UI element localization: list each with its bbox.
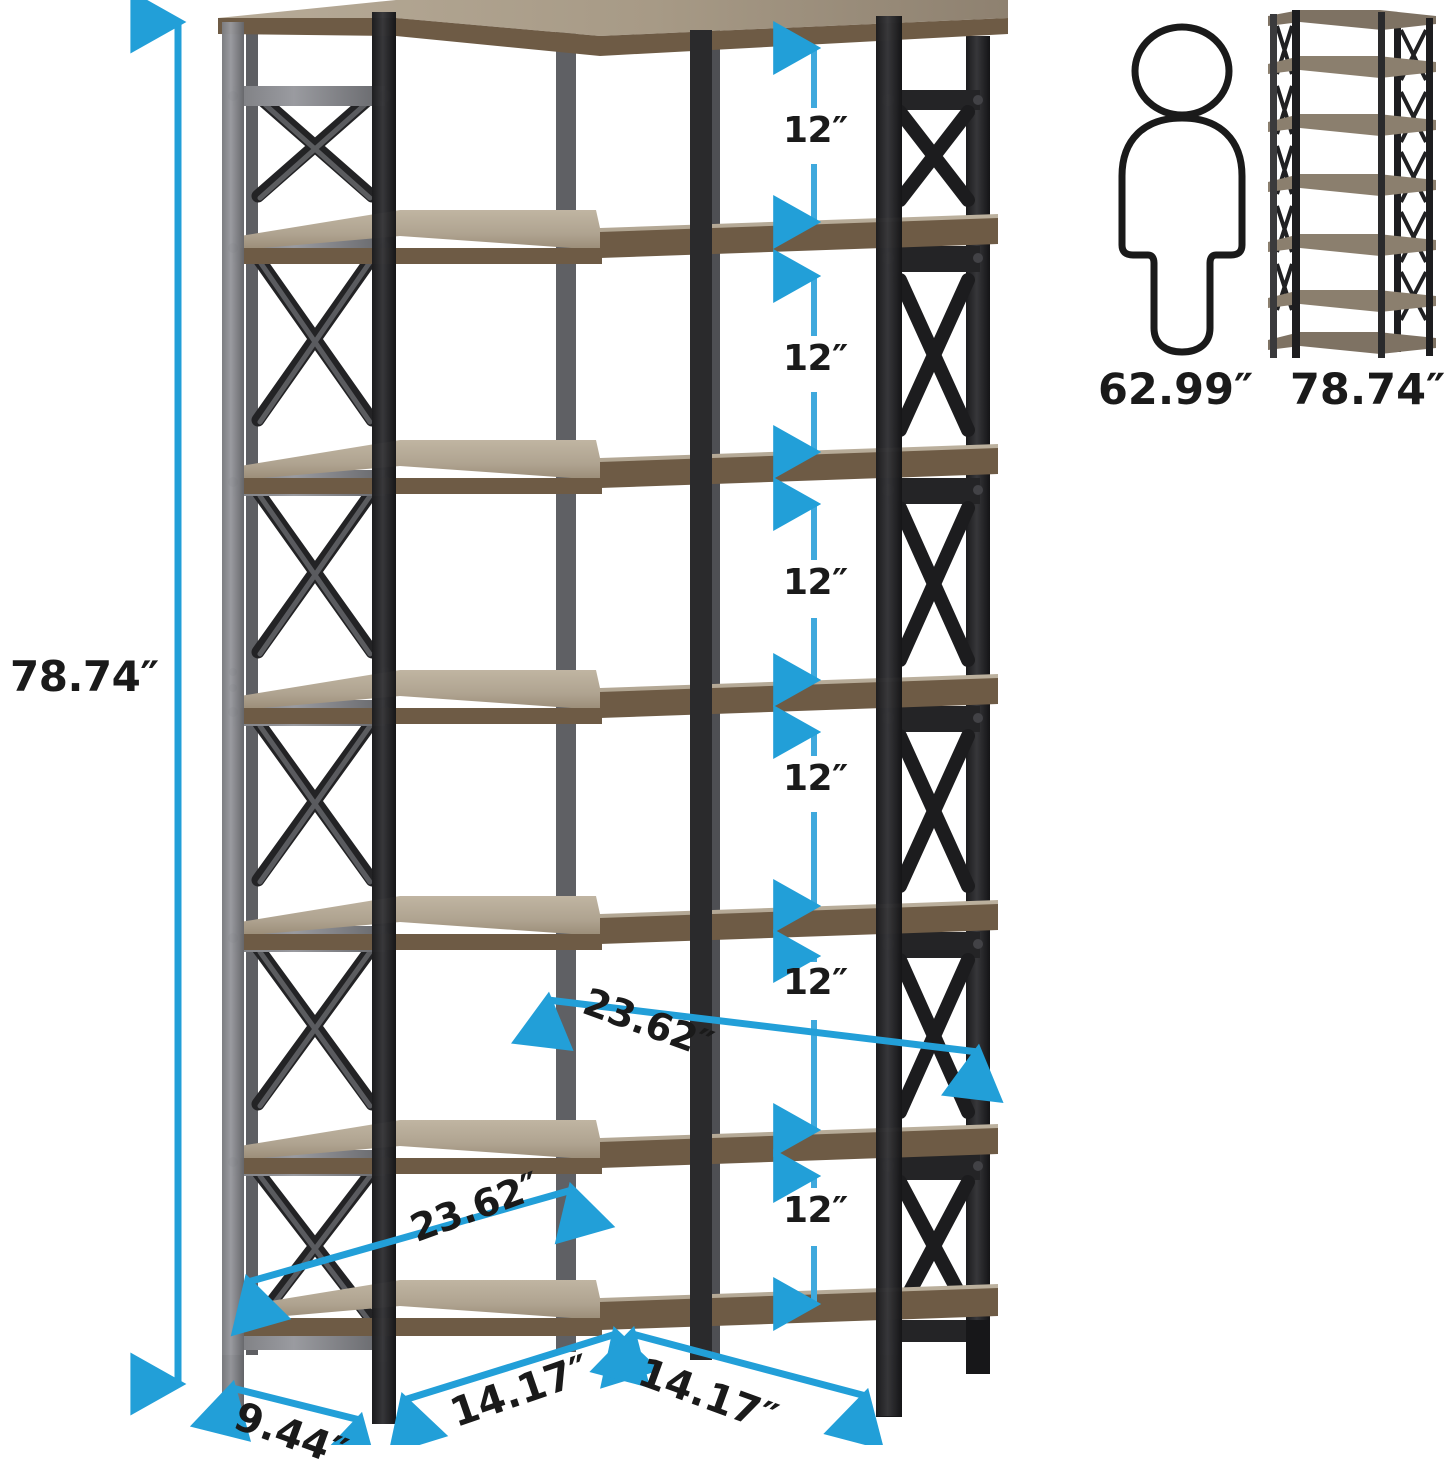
shelf-gap-label-4: 12″ bbox=[783, 758, 848, 799]
shelf-gap-label-5: 12″ bbox=[783, 962, 848, 1003]
bookshelf-thumbnail-icon bbox=[1268, 10, 1436, 358]
shelf-gap-label-3: 12″ bbox=[783, 562, 848, 603]
dimension-diagram-canvas: 78.74″ 12″ 12″ 12″ 12″ 12″ 12″ 23.62″ 23… bbox=[10, 0, 1445, 1476]
overall-height-label: 78.74″ bbox=[10, 652, 159, 701]
wing-span-lower-arrow bbox=[230, 1181, 616, 1337]
wing-span-upper-arrow bbox=[511, 991, 1004, 1104]
scale-comparison-layer bbox=[1118, 10, 1436, 358]
front-right-arrow bbox=[589, 1325, 885, 1445]
shelf-gap-label-1: 12″ bbox=[783, 110, 848, 151]
dimension-arrows-layer bbox=[130, 0, 1004, 1445]
shelf-height-label: 78.74″ bbox=[1290, 365, 1445, 415]
shelf-gap-label-6: 12″ bbox=[783, 1190, 848, 1231]
person-silhouette-icon bbox=[1118, 23, 1246, 356]
depth-arrow bbox=[189, 1379, 380, 1445]
person-height-label: 62.99″ bbox=[1098, 365, 1254, 415]
shelf-gap-label-2: 12″ bbox=[783, 338, 848, 379]
front-left-arrow bbox=[388, 1325, 661, 1445]
